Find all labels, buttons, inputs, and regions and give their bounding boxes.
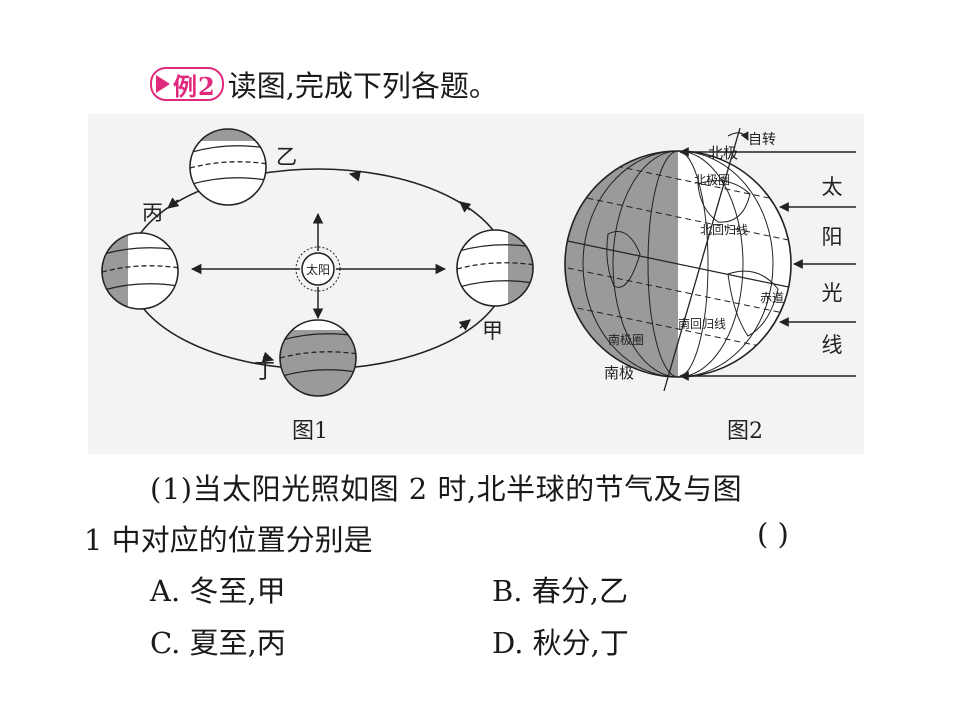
example-header: 例2 读图,完成下列各题。 xyxy=(150,66,498,103)
play-triangle-icon xyxy=(156,75,170,93)
example-badge: 例2 xyxy=(150,67,224,101)
label-antarctic-circle: 南极圈 xyxy=(608,332,644,347)
sunlight-char-2: 阳 xyxy=(822,225,843,249)
sunlight-char-4: 线 xyxy=(822,333,843,357)
sunlight-char-1: 太 xyxy=(822,175,843,199)
label-yi: 乙 xyxy=(276,145,297,169)
question-line-1: (1)当太阳光照如图 2 时,北半球的节气及与图 xyxy=(150,472,743,506)
earth-yi xyxy=(189,128,267,206)
label-tropic-cancer: 北回归线 xyxy=(700,223,748,237)
sunlight-char-3: 光 xyxy=(822,281,843,305)
option-a[interactable]: A. 冬至,甲 xyxy=(150,574,286,608)
answer-parentheses[interactable]: ( ) xyxy=(757,517,789,551)
label-south-pole: 南极 xyxy=(604,364,634,382)
earth-ding xyxy=(279,319,357,397)
option-d[interactable]: D. 秋分,丁 xyxy=(492,626,629,660)
label-rotation: 自转 xyxy=(748,132,776,148)
earth-axis xyxy=(663,127,741,392)
orbit-arrow-4 xyxy=(261,351,275,363)
figure2-caption: 图2 xyxy=(727,419,763,444)
globe-outline xyxy=(564,150,792,378)
option-b[interactable]: B. 春分,乙 xyxy=(492,574,628,608)
figure-1: 太阳 乙 xyxy=(101,128,534,444)
label-tropic-capricorn: 南回归线 xyxy=(678,316,726,331)
label-bing: 丙 xyxy=(142,201,163,225)
rotation-arrow-icon xyxy=(727,131,749,141)
label-ding: 丁 xyxy=(254,359,275,383)
label-equator: 赤道 xyxy=(760,291,784,305)
figures-svg: 太阳 乙 xyxy=(101,127,856,444)
earth-bing xyxy=(101,232,179,310)
example-number: 例2 xyxy=(173,71,216,101)
option-c[interactable]: C. 夏至,丙 xyxy=(150,626,286,660)
label-arctic-circle: 北极圈 xyxy=(694,173,730,187)
orbit-arrow-2 xyxy=(348,170,361,182)
sun-icon: 太阳 xyxy=(295,246,341,292)
figure1-caption: 图1 xyxy=(292,419,328,444)
sun-label: 太阳 xyxy=(306,262,330,277)
orbit-arrow-3 xyxy=(167,197,180,209)
orbit-arrow-5 xyxy=(458,319,471,331)
question-line-2: 1 中对应的位置分别是 xyxy=(84,523,373,557)
earth-jia xyxy=(456,229,534,307)
label-jia: 甲 xyxy=(482,319,503,343)
figure-area: 太阳 乙 xyxy=(88,114,864,454)
instruction-text: 读图,完成下列各题。 xyxy=(227,69,498,103)
figure-2: 太 阳 光 线 自转 北极 北极圈 北回归线 赤道 南回归线 南极圈 南极 图2 xyxy=(564,127,856,444)
label-north-pole: 北极 xyxy=(708,144,738,162)
orbit-arrow-1 xyxy=(459,201,472,213)
